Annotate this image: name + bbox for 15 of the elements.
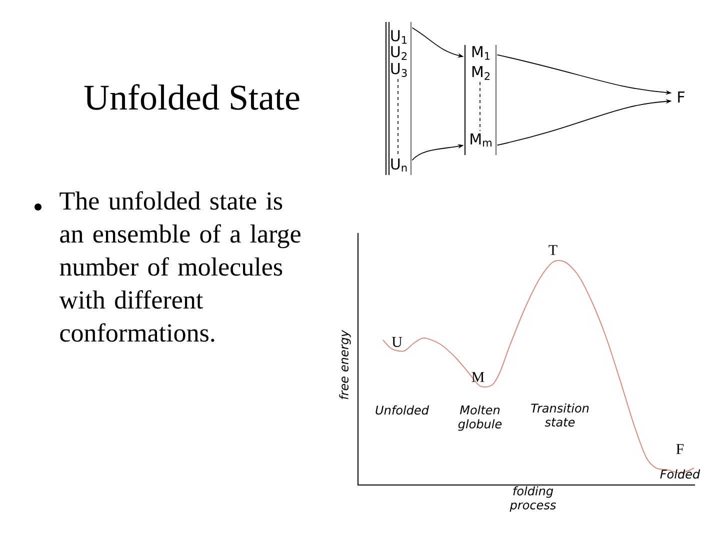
axis-label: folding process bbox=[510, 486, 556, 512]
axis-category-label: Unfolded bbox=[376, 405, 430, 415]
axis-label: free energy bbox=[339, 330, 351, 400]
axis-category-label: Folded bbox=[660, 469, 700, 479]
state-label: F bbox=[678, 92, 684, 102]
ensemble-bracket: M$_{1}$ M$_{2}$ M$_{m}$ bbox=[464, 44, 496, 156]
title: Unfolded State bbox=[84, 84, 300, 110]
axis-category-label: Molten globule bbox=[458, 405, 502, 431]
state-letter: T bbox=[548, 245, 558, 255]
bullet-text: The unfolded state is an ensemble of a large number of molecules with different conformations. bbox=[59, 191, 300, 342]
ensemble-bracket: U$_{1}$ U$_{2}$ U$_{3}$ U$_{n}$ bbox=[386, 22, 412, 176]
state-letter: U bbox=[392, 337, 402, 347]
state-letter: M bbox=[472, 372, 484, 382]
state-letter: F bbox=[676, 444, 684, 454]
axis-category-label: Transition state bbox=[531, 403, 589, 427]
